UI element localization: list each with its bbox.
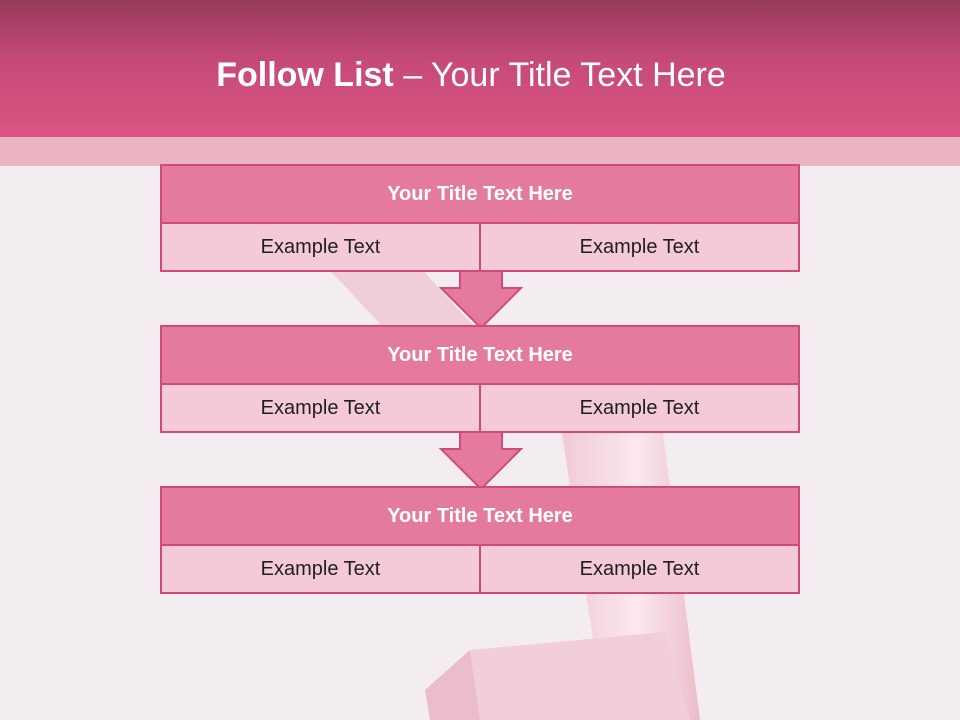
- step-row: Example Text Example Text: [162, 546, 798, 592]
- step-cell-left: Example Text: [260, 396, 381, 419]
- step-cell-right: Example Text: [479, 546, 798, 592]
- step-title: Your Title Text Here: [162, 488, 798, 546]
- step-block-1: Your Title Text Here Example Text Exampl…: [160, 164, 800, 272]
- step-row: Example Text Example Text: [162, 385, 798, 431]
- slide-title: Follow List – Your Title Text Here: [0, 52, 942, 98]
- step-block-2: Your Title Text Here Example Text Exampl…: [160, 325, 800, 433]
- step-title: Your Title Text Here: [162, 327, 798, 385]
- step-cell-right: Example Text: [479, 385, 798, 431]
- slide-title-bold: Follow List: [216, 56, 394, 94]
- step-block-3: Your Title Text Here Example Text Exampl…: [160, 486, 800, 594]
- step-title: Your Title Text Here: [162, 166, 798, 224]
- header-accent-strip: [0, 137, 960, 166]
- slide-header-band: [0, 0, 960, 137]
- down-arrow-icon: [438, 270, 524, 330]
- step-cell-left: Example Text: [260, 557, 381, 580]
- down-arrow-icon: [438, 431, 524, 491]
- step-row: Example Text Example Text: [162, 224, 798, 270]
- step-cell-left: Example Text: [260, 235, 381, 258]
- slide-title-rest: – Your Title Text Here: [393, 56, 726, 94]
- step-cell-right: Example Text: [479, 224, 798, 270]
